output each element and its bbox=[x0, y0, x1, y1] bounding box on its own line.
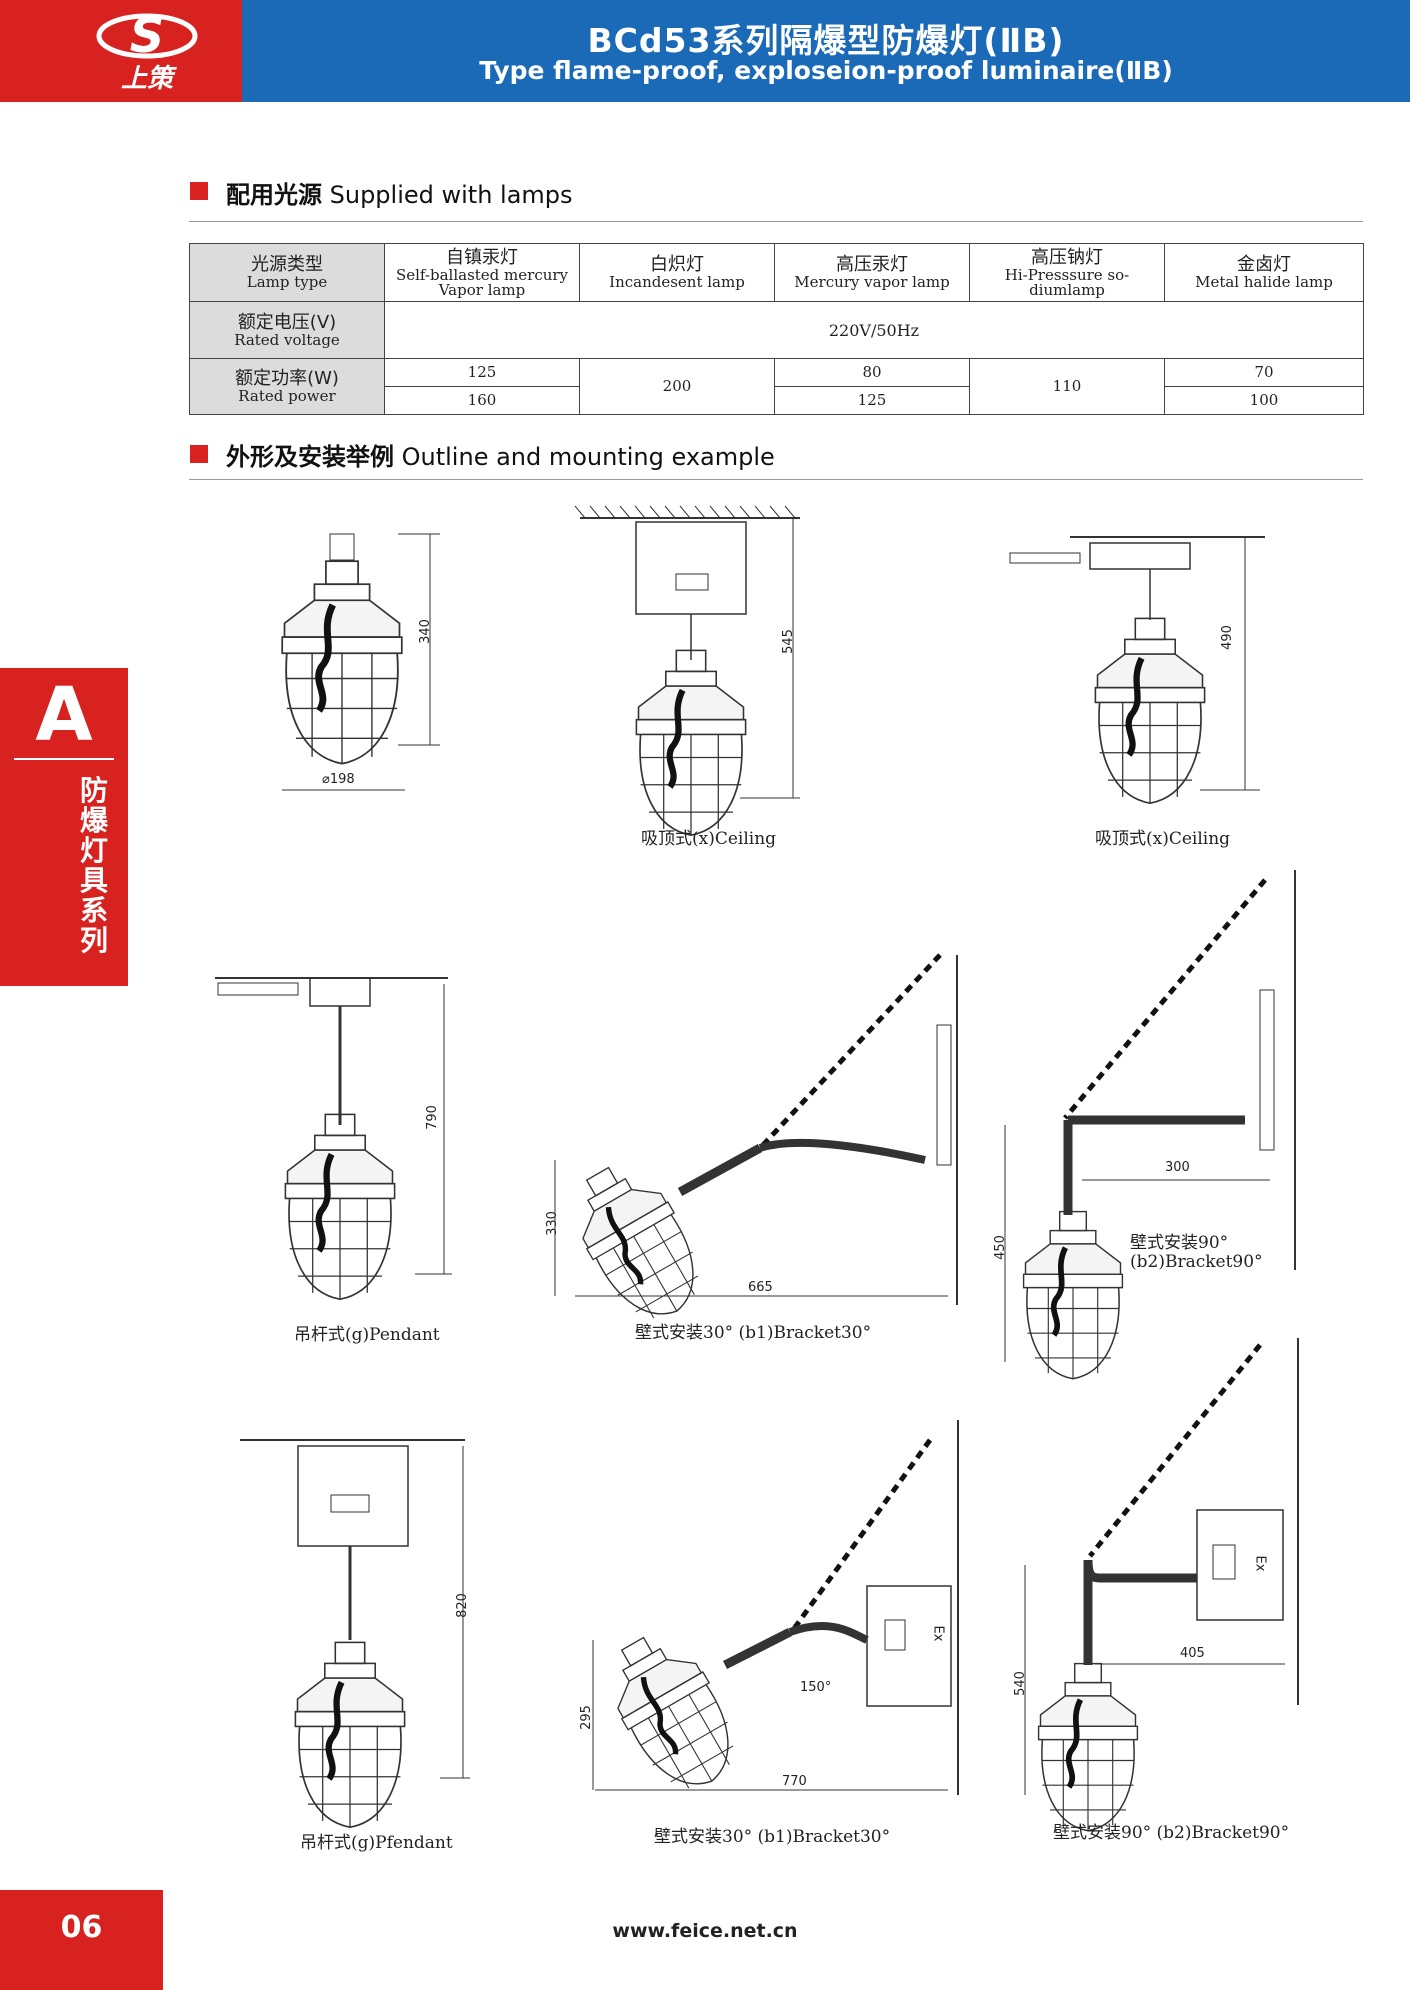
fig8-box-mark: Ex bbox=[930, 1625, 946, 1642]
page-title-en: Type flame-proof, exploseion-proof lumin… bbox=[479, 56, 1173, 85]
power-cell: 110 bbox=[969, 358, 1165, 415]
fig5-drawing bbox=[555, 953, 958, 1334]
header-bar bbox=[242, 0, 1410, 102]
fig1-diameter: ⌀198 bbox=[322, 772, 355, 787]
fig1-drawing bbox=[282, 533, 440, 791]
fig7-height: 820 bbox=[454, 1593, 470, 1618]
fig6-width: 300 bbox=[1165, 1160, 1190, 1175]
fig5-width: 665 bbox=[748, 1280, 773, 1295]
fig3-drawing bbox=[1009, 536, 1265, 803]
fig6-caption-line2: (b2)Bracket90° bbox=[1130, 1252, 1263, 1272]
power-cell: 160 bbox=[384, 386, 580, 415]
fig6-height: 450 bbox=[992, 1235, 1008, 1260]
power-cell: 80 bbox=[774, 358, 970, 387]
table-row: 额定电压(V)Rated voltage 220V/50Hz bbox=[189, 301, 1364, 359]
fig8-height: 295 bbox=[578, 1705, 594, 1730]
fig8-width: 770 bbox=[782, 1774, 807, 1789]
row-label-voltage: 额定电压(V)Rated voltage bbox=[189, 301, 385, 359]
page-title-cn: BCd53系列隔爆型防爆灯(ⅡB) bbox=[587, 21, 1065, 60]
fig4-caption: 吊杆式(g)Pendant bbox=[294, 1325, 440, 1345]
section-rule bbox=[189, 221, 1363, 222]
fig9-width: 405 bbox=[1180, 1646, 1205, 1661]
section-lamps-heading: 配用光源 Supplied with lamps bbox=[226, 181, 573, 209]
power-cell: 125 bbox=[384, 358, 580, 387]
fig9-caption: 壁式安装90° (b2)Bracket90° bbox=[1053, 1823, 1290, 1843]
fig2-drawing bbox=[574, 505, 800, 835]
fig9-box-mark: Ex bbox=[1252, 1555, 1268, 1572]
fig3-caption: 吸顶式(x)Ceiling bbox=[1095, 829, 1231, 849]
fig7-caption: 吊杆式(g)Pfendant bbox=[300, 1833, 453, 1853]
fig9-height: 540 bbox=[1012, 1671, 1028, 1696]
fig5-height: 330 bbox=[544, 1211, 560, 1236]
section-marker bbox=[190, 182, 208, 200]
fig5-caption: 壁式安装30° (b1)Bracket30° bbox=[635, 1323, 872, 1343]
side-tab-divider bbox=[14, 758, 114, 760]
fig8-angle: 150° bbox=[800, 1680, 832, 1695]
section-marker bbox=[190, 445, 208, 463]
power-cell: 125 bbox=[774, 386, 970, 415]
row-label-power: 额定功率(W)Rated power bbox=[189, 358, 385, 415]
fig2-height: 545 bbox=[780, 629, 796, 654]
fig6-caption-line1: 壁式安装90° bbox=[1130, 1233, 1229, 1253]
fig9-drawing bbox=[1024, 1338, 1299, 1831]
footer-url: www.feice.net.cn bbox=[612, 1920, 798, 1942]
power-cell: 70 bbox=[1164, 358, 1364, 387]
voltage-value: 220V/50Hz bbox=[384, 301, 1364, 359]
section-outline-heading: 外形及安装举例 Outline and mounting example bbox=[226, 443, 775, 471]
fig8-caption: 壁式安装30° (b1)Bracket30° bbox=[654, 1827, 891, 1847]
section-rule bbox=[189, 479, 1363, 480]
logo-text: 上策 bbox=[120, 64, 173, 94]
side-tab-letter: A bbox=[35, 672, 93, 758]
fig2-caption: 吸顶式(x)Ceiling bbox=[641, 829, 777, 849]
logo-letter: S bbox=[130, 8, 165, 64]
side-tab bbox=[0, 668, 128, 986]
fig8-drawing bbox=[592, 1420, 959, 1804]
fig3-height: 490 bbox=[1219, 625, 1235, 650]
fig6-drawing bbox=[1004, 870, 1296, 1379]
fig4-drawing bbox=[215, 977, 452, 1299]
page-number: 06 bbox=[60, 1910, 103, 1945]
power-cell: 100 bbox=[1164, 386, 1364, 415]
logo-icon: S bbox=[96, 8, 198, 64]
fig1-height: 340 bbox=[417, 619, 433, 644]
fig4-height: 790 bbox=[424, 1105, 440, 1130]
table-row: 160 125 100 bbox=[190, 386, 1364, 415]
fig7-drawing bbox=[240, 1439, 470, 1827]
side-tab-label: 防爆灯具系列 bbox=[79, 774, 108, 957]
page-tab bbox=[0, 1890, 163, 1990]
